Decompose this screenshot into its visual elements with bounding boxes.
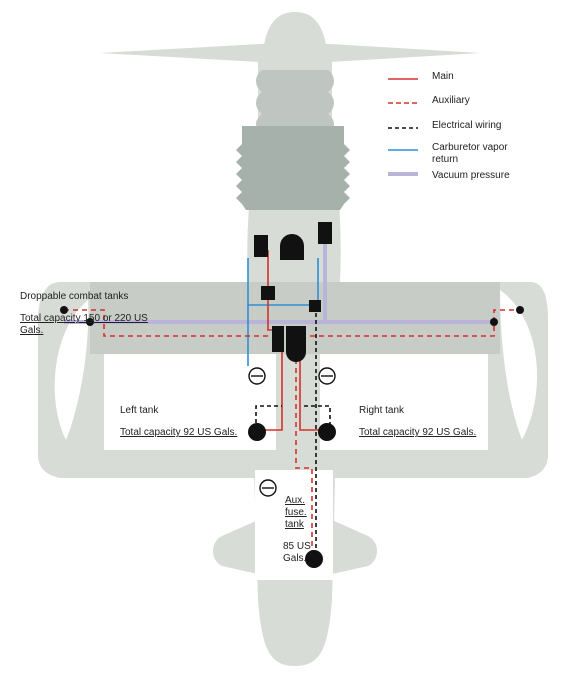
- horizontal-stabilizer: [213, 520, 258, 574]
- aux-tank-label-line2: fuse.: [285, 507, 307, 518]
- right-tank-area: [320, 354, 488, 450]
- vacuum-lines: [64, 243, 492, 324]
- legend-auxiliary: Auxiliary: [432, 95, 470, 106]
- right-tank-capacity: Total capacity 92 US Gals.: [359, 427, 476, 438]
- selector-valve-left: [272, 326, 284, 352]
- aux-tank-outlet: [305, 550, 323, 568]
- horizontal-stabilizer-right: [332, 520, 377, 574]
- legend-main: Main: [432, 71, 454, 82]
- aux-filler-cap-icon: [259, 479, 277, 497]
- engine-cylinders-top: [256, 70, 334, 134]
- legend-electrical: Electrical wiring: [432, 120, 501, 131]
- aux-tank-capacity: 85 US: [283, 541, 311, 552]
- aux-tank-capacity-line2: Gals.: [283, 553, 306, 564]
- left-tank-area: [104, 354, 276, 450]
- filler-caps: [248, 367, 336, 497]
- labels: Droppable combat tanks Total capacity 15…: [20, 291, 476, 564]
- droppable-tanks-label: Droppable combat tanks: [20, 291, 128, 302]
- components: [60, 222, 524, 568]
- right-tank-label: Right tank: [359, 405, 405, 416]
- aux-valve: [309, 300, 321, 312]
- left-drop-tank-connector-2: [86, 318, 94, 326]
- right-drop-tank-connector: [490, 318, 498, 326]
- left-tank-outlet: [248, 423, 266, 441]
- left-tank-capacity: Total capacity 92 US Gals.: [120, 427, 237, 438]
- engine: [236, 70, 350, 210]
- auxiliary-fuel-lines: [64, 309, 520, 558]
- droppable-capacity: Total capacity 150 or 220 US: [20, 313, 148, 324]
- right-wingtip: [500, 290, 538, 440]
- fuel-pump-left: [254, 235, 268, 257]
- engine-block: [236, 126, 350, 210]
- right-tank-outlet: [318, 423, 336, 441]
- aux-tank-label-line3: tank: [285, 519, 305, 530]
- right-drop-tank-connector-2: [516, 306, 524, 314]
- left-drop-tank-connector: [60, 306, 68, 314]
- legend-carburetor-line2: return: [432, 154, 458, 165]
- legend-vacuum: Vacuum pressure: [432, 170, 510, 181]
- selector-valve-main: [286, 326, 306, 362]
- vacuum-pump: [318, 222, 332, 244]
- droppable-capacity-line2: Gals.: [20, 325, 43, 336]
- left-filler-cap-icon: [248, 367, 266, 385]
- aux-tank-label: Aux.: [285, 495, 305, 506]
- legend-carburetor: Carburetor vapor: [432, 142, 508, 153]
- fuel-strainer: [261, 286, 275, 300]
- right-filler-cap-icon: [318, 367, 336, 385]
- left-wingtip: [54, 300, 89, 440]
- legend: Main Auxiliary Electrical wiring Carbure…: [388, 71, 510, 181]
- propeller-spinner: [262, 12, 328, 70]
- carburetor: [280, 234, 304, 260]
- electrical-wiring: [255, 306, 331, 558]
- left-tank-label: Left tank: [120, 405, 159, 416]
